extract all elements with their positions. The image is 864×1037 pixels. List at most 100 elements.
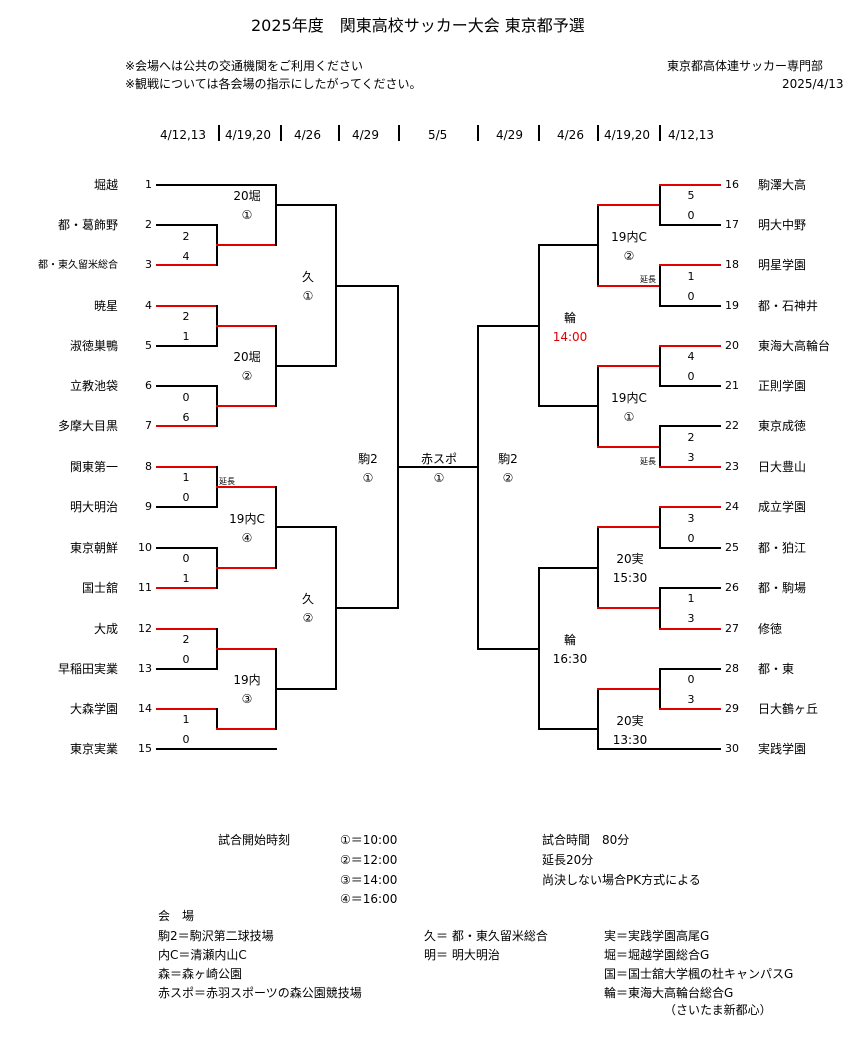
match-time: 13:30 [612,733,648,747]
match-slot: ② [241,369,253,383]
team-name: 淑徳巣鴨 [69,339,118,353]
match-label: 19内C ② [604,228,654,266]
round-date: 4/26 [557,128,584,142]
seed-number: 12 [138,622,152,635]
match-venue: 19内C [611,391,647,405]
seed-number: 29 [725,702,739,715]
date-separator [597,125,599,141]
publish-date: 2025/4/13 [782,77,844,91]
match-time: 16:30 [552,652,588,666]
seed-number: 28 [725,662,739,675]
venue-item: 久＝ 都・東久留米総合 [424,929,548,943]
start-time: ③＝14:00 [340,873,398,887]
match-slot: ① [433,471,445,485]
venue-item: 森＝森ヶ崎公園 [158,967,243,981]
team-name: 明大明治 [69,500,118,514]
team-name: 実践学園 [758,742,807,756]
match-slot: ② [623,249,635,263]
team-name: 東京実業 [69,742,118,756]
seed-number: 6 [145,379,152,392]
venue-item: 国＝国士舘大学楓の杜キャンパスG [604,967,794,981]
date-separator [538,125,540,141]
extra-time-mark: 延長 [219,477,235,486]
seed-number: 20 [725,339,739,352]
match-venue: 19内C [229,512,265,526]
match-score: 6 [182,411,190,424]
venue-item: 実＝実践学園高尾G [604,929,710,943]
organizer: 東京都高体連サッカー専門部 [667,59,824,73]
team-name: 早稲田実業 [57,662,118,676]
team-name: 都・狛江 [758,541,807,555]
date-separator [338,125,340,141]
round-date: 4/12,13 [668,128,715,142]
seed-number: 10 [138,541,152,554]
match-score: 3 [687,612,695,625]
match-score: 2 [182,310,190,323]
venue-item-note: （さいたま新都心） [664,1003,772,1017]
venue-heading: 会 場 [158,909,195,923]
match-score: 0 [687,290,695,303]
match-label: 駒2 ② [490,450,526,488]
seed-number: 2 [145,218,152,231]
team-name: 大森学園 [69,702,118,716]
match-score: 0 [182,653,190,666]
match-score: 3 [687,693,695,706]
team-name: 東京朝鮮 [69,541,118,555]
match-score: 0 [182,733,190,746]
team-name: 大成 [93,622,118,636]
seed-number: 7 [145,419,152,432]
team-name: 都・石神井 [758,299,819,313]
match-score: 1 [182,330,190,343]
match-venue: 駒2 [498,452,518,466]
seed-number: 4 [145,299,152,312]
seed-number: 26 [725,581,739,594]
round-date: 4/12,13 [160,128,207,142]
seed-number: 3 [145,258,152,271]
team-name: 成立学園 [758,500,807,514]
match-venue: 輪 [563,311,576,325]
venue-item: 赤スポ＝赤羽スポーツの森公園競技場 [158,986,362,1000]
seed-number: 25 [725,541,739,554]
match-label: 20実 15:30 [602,550,658,588]
seed-number: 21 [725,379,739,392]
team-name: 都・駒場 [758,581,807,595]
match-score: 0 [687,673,695,686]
seed-number: 15 [138,742,152,755]
team-name: 明星学園 [758,258,807,272]
match-slot: ② [502,471,514,485]
match-slot: ③ [241,692,253,706]
match-venue: 輪 [563,633,576,647]
date-separator [280,125,282,141]
match-label: 輪 14:00 [543,309,597,347]
match-score: 0 [687,209,695,222]
date-separator [659,125,661,141]
match-score: 3 [687,512,695,525]
match-label: 20堀 ① [222,187,272,225]
match-venue: 20堀 [233,350,261,364]
match-slot: ① [241,208,253,222]
match-score: 0 [182,552,190,565]
match-label: 久 ② [290,590,326,628]
team-name: 正則学園 [758,379,807,393]
date-separator [398,125,400,141]
round-date: 4/19,20 [225,128,272,142]
round-date: 4/29 [352,128,379,142]
seed-number: 24 [725,500,739,513]
match-label: 20堀 ② [222,348,272,386]
match-score: 0 [687,370,695,383]
match-slot: ② [302,611,314,625]
notice-spectators: ※観戦については各会場の指示にしたがってください。 [125,77,422,91]
date-separator [218,125,220,141]
team-name: 多摩大目黒 [57,419,118,433]
match-label: 19内C ① [604,389,654,427]
seed-number: 8 [145,460,152,473]
match-label: 輪 16:30 [543,631,597,669]
venue-item: 駒2＝駒沢第二球技場 [158,929,274,943]
start-time: ②＝12:00 [340,853,398,867]
seed-number: 11 [138,581,152,594]
team-name: 日大豊山 [758,460,807,474]
seed-number: 18 [725,258,739,271]
seed-number: 14 [138,702,152,715]
venue-item: 輪＝東海大高輪台総合G [604,986,734,1000]
